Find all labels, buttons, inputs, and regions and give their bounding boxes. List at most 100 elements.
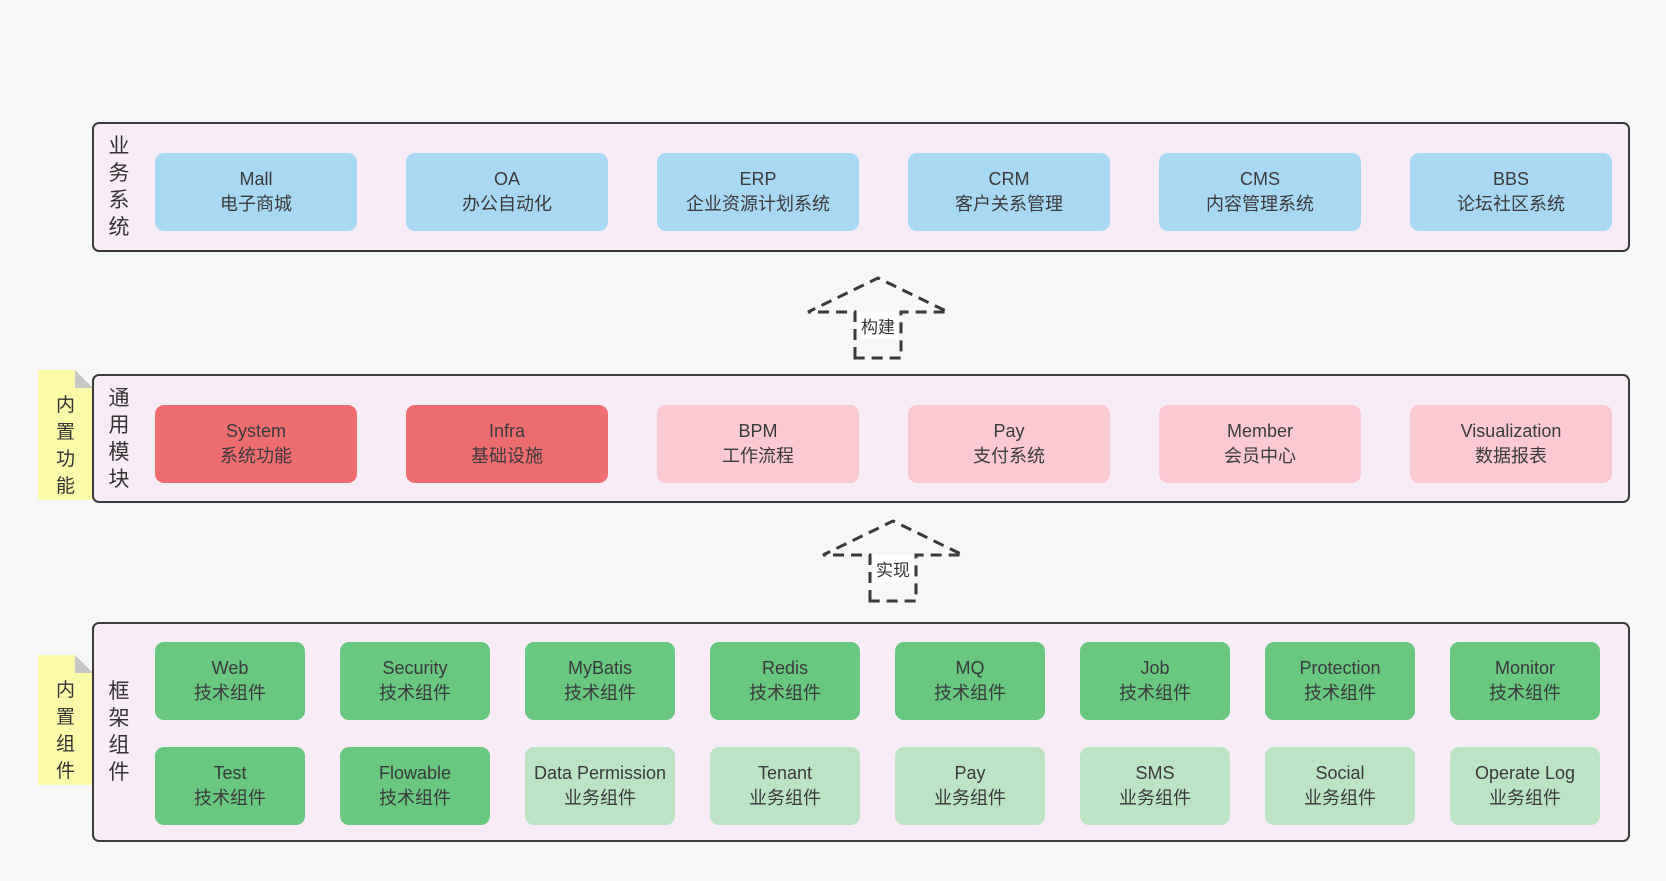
band-business-systems: 业务系统 Mall 电子商城 OA 办公自动化 ERP 企业资源计划系统 CRM… — [92, 122, 1630, 252]
box-oa: OA 办公自动化 — [406, 153, 608, 231]
arrow-implement: 实现 — [821, 519, 965, 603]
box-subtitle: 技术组件 — [379, 788, 451, 808]
box-mq: MQ 技术组件 — [895, 642, 1045, 720]
box-subtitle: 业务组件 — [564, 788, 636, 808]
up-arrow-icon — [807, 276, 949, 360]
box-data-permission: Data Permission 业务组件 — [525, 747, 675, 825]
common-modules-row: System 系统功能 Infra 基础设施 BPM 工作流程 Pay 支付系统… — [155, 405, 1612, 483]
box-subtitle: 技术组件 — [194, 788, 266, 808]
box-title: Member — [1226, 421, 1293, 441]
box-subtitle: 业务组件 — [1489, 788, 1561, 808]
band-common-modules: 通用模块 System 系统功能 Infra 基础设施 BPM 工作流程 Pay… — [92, 374, 1630, 503]
box-subtitle: 技术组件 — [934, 683, 1006, 703]
box-title: ERP — [739, 169, 777, 189]
box-cms: CMS 内容管理系统 — [1159, 153, 1361, 231]
box-security: Security 技术组件 — [340, 642, 490, 720]
box-title: Data Permission — [533, 763, 667, 783]
box-erp: ERP 企业资源计划系统 — [657, 153, 859, 231]
box-title: Operate Log — [1474, 763, 1576, 783]
box-title: Visualization — [1460, 421, 1562, 441]
box-title: MQ — [955, 658, 985, 678]
box-subtitle: 支付系统 — [973, 446, 1045, 466]
box-subtitle: 业务组件 — [1119, 788, 1191, 808]
framework-components-row-2: Test 技术组件 Flowable 技术组件 Data Permission … — [155, 747, 1600, 825]
box-pay: Pay 支付系统 — [908, 405, 1110, 483]
band-label-common-modules: 通用模块 — [108, 386, 130, 491]
box-subtitle: 业务组件 — [749, 788, 821, 808]
box-title: BPM — [738, 421, 778, 441]
box-mall: Mall 电子商城 — [155, 153, 357, 231]
box-subtitle: 技术组件 — [194, 683, 266, 703]
box-subtitle: 内容管理系统 — [1206, 194, 1314, 214]
box-subtitle: 技术组件 — [1489, 683, 1561, 703]
box-title: Web — [211, 658, 249, 678]
box-redis: Redis 技术组件 — [710, 642, 860, 720]
box-bbs: BBS 论坛社区系统 — [1410, 153, 1612, 231]
box-title: Monitor — [1494, 658, 1556, 678]
box-subtitle: 企业资源计划系统 — [686, 194, 830, 214]
box-title: Flowable — [378, 763, 452, 783]
box-subtitle: 技术组件 — [379, 683, 451, 703]
arrow-implement-label: 实现 — [873, 555, 913, 582]
arrow-build: 构建 — [806, 276, 950, 360]
box-subtitle: 技术组件 — [749, 683, 821, 703]
box-bpm: BPM 工作流程 — [657, 405, 859, 483]
box-flowable: Flowable 技术组件 — [340, 747, 490, 825]
box-sms: SMS 业务组件 — [1080, 747, 1230, 825]
box-tenant: Tenant 业务组件 — [710, 747, 860, 825]
box-title: Mall — [239, 169, 273, 189]
sticky-note-builtin-features: 内置功能 — [38, 370, 93, 500]
box-monitor: Monitor 技术组件 — [1450, 642, 1600, 720]
box-subtitle: 工作流程 — [722, 446, 794, 466]
box-title: Infra — [488, 421, 526, 441]
box-title: Job — [1140, 658, 1170, 678]
box-title: CRM — [988, 169, 1030, 189]
box-title: Social — [1315, 763, 1365, 783]
box-job: Job 技术组件 — [1080, 642, 1230, 720]
box-subtitle: 会员中心 — [1224, 446, 1296, 466]
box-title: BBS — [1492, 169, 1530, 189]
box-title: Redis — [761, 658, 809, 678]
box-subtitle: 客户关系管理 — [955, 194, 1063, 214]
box-title: MyBatis — [567, 658, 632, 678]
box-title: Tenant — [757, 763, 813, 783]
box-subtitle: 论坛社区系统 — [1457, 194, 1565, 214]
box-subtitle: 业务组件 — [1304, 788, 1376, 808]
band-framework-components: 框架组件 Web 技术组件 Security 技术组件 MyBatis 技术组件… — [92, 622, 1630, 842]
band-label-framework-components: 框架组件 — [108, 680, 130, 784]
arrow-build-label: 构建 — [858, 312, 898, 339]
box-subtitle: 技术组件 — [1119, 683, 1191, 703]
sticky-note-label: 内置功能 — [55, 395, 75, 497]
box-subtitle: 业务组件 — [934, 788, 1006, 808]
business-systems-row: Mall 电子商城 OA 办公自动化 ERP 企业资源计划系统 CRM 客户关系… — [155, 153, 1612, 231]
box-subtitle: 基础设施 — [471, 446, 543, 466]
box-subtitle: 技术组件 — [564, 683, 636, 703]
box-social: Social 业务组件 — [1265, 747, 1415, 825]
box-member: Member 会员中心 — [1159, 405, 1361, 483]
box-subtitle: 电子商城 — [220, 194, 292, 214]
box-system: System 系统功能 — [155, 405, 357, 483]
box-subtitle: 技术组件 — [1304, 683, 1376, 703]
box-test: Test 技术组件 — [155, 747, 305, 825]
band-label-business-systems: 业务系统 — [108, 135, 130, 239]
box-pay-business: Pay 业务组件 — [895, 747, 1045, 825]
box-title: OA — [493, 169, 520, 189]
box-visualization: Visualization 数据报表 — [1410, 405, 1612, 483]
sticky-note-label: 内置组件 — [55, 680, 75, 782]
box-web: Web 技术组件 — [155, 642, 305, 720]
box-crm: CRM 客户关系管理 — [908, 153, 1110, 231]
framework-components-row-1: Web 技术组件 Security 技术组件 MyBatis 技术组件 Redi… — [155, 642, 1600, 720]
box-title: CMS — [1240, 169, 1280, 189]
box-infra: Infra 基础设施 — [406, 405, 608, 483]
box-title: SMS — [1135, 763, 1175, 783]
box-subtitle: 数据报表 — [1475, 446, 1547, 466]
box-title: System — [225, 421, 286, 441]
box-mybatis: MyBatis 技术组件 — [525, 642, 675, 720]
box-protection: Protection 技术组件 — [1265, 642, 1415, 720]
box-title: Security — [382, 658, 448, 678]
box-title: Pay — [993, 421, 1025, 441]
box-subtitle: 办公自动化 — [462, 194, 552, 214]
up-arrow-icon — [822, 519, 964, 603]
box-title: Pay — [954, 763, 986, 783]
box-operate-log: Operate Log 业务组件 — [1450, 747, 1600, 825]
